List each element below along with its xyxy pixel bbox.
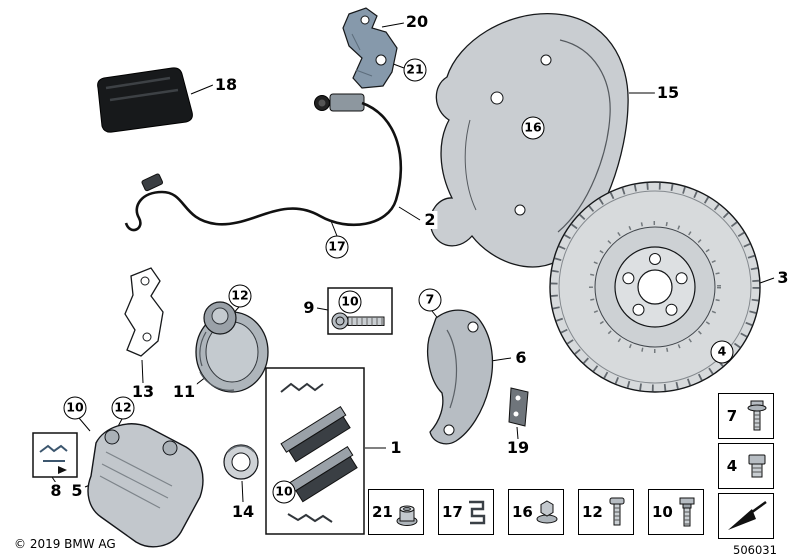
callout-8[interactable]: 8 xyxy=(48,481,64,500)
spring-clip-icon xyxy=(469,500,486,525)
collar-nut-icon xyxy=(396,505,418,526)
legend-label-21: 21 xyxy=(372,503,393,521)
callout-7-circled[interactable]: 7 xyxy=(418,288,442,312)
retaining-clip-box-drawing xyxy=(32,432,78,478)
callout-1[interactable]: 1 xyxy=(388,438,404,457)
plug-screw-icon xyxy=(748,454,766,478)
caliper-carrier-drawing xyxy=(427,309,494,445)
wear-sensor-cable-drawing xyxy=(124,93,403,232)
callout-11[interactable]: 11 xyxy=(170,382,198,401)
direction-arrow-icon xyxy=(728,500,767,530)
legend-box-7[interactable]: 7 xyxy=(718,393,774,439)
callout-10-circled-b[interactable]: 10 xyxy=(63,396,87,420)
callout-18[interactable]: 18 xyxy=(212,75,240,94)
legend-box-16[interactable]: 16 xyxy=(508,489,564,535)
callout-21-circled[interactable]: 21 xyxy=(403,58,427,82)
callout-12-circled-a[interactable]: 12 xyxy=(228,284,252,308)
callout-10-circled-a[interactable]: 10 xyxy=(338,290,362,314)
callout-5[interactable]: 5 xyxy=(69,481,85,500)
splash-shield-drawing xyxy=(429,13,629,268)
callout-15[interactable]: 15 xyxy=(654,83,682,102)
adhesive-patch-drawing xyxy=(97,67,193,133)
callout-2[interactable]: 2 xyxy=(422,210,438,229)
flange-bolt-icon xyxy=(747,400,767,431)
callout-12-circled-b[interactable]: 12 xyxy=(111,396,135,420)
legend-label-17: 17 xyxy=(442,503,463,521)
legend-box-12[interactable]: 12 xyxy=(578,489,634,535)
shim-plate-drawing xyxy=(508,387,529,427)
callout-17-circled[interactable]: 17 xyxy=(325,235,349,259)
legend-box-4[interactable]: 4 xyxy=(718,443,774,489)
cable-bracket-drawing xyxy=(124,267,164,357)
screw-icon xyxy=(609,497,625,526)
legend-label-7: 7 xyxy=(726,407,738,425)
actuator-motor-drawing xyxy=(195,301,269,393)
brake-disc-drawing xyxy=(549,181,761,393)
legend-box-10[interactable]: 10 xyxy=(648,489,704,535)
callout-16-circled[interactable]: 16 xyxy=(521,116,545,140)
guide-bolt-box-drawing xyxy=(327,287,393,335)
callout-10-circled-c[interactable]: 10 xyxy=(272,480,296,504)
callout-19[interactable]: 19 xyxy=(504,438,532,457)
callout-9[interactable]: 9 xyxy=(301,298,317,317)
callout-20[interactable]: 20 xyxy=(403,12,431,31)
callout-4-circled[interactable]: 4 xyxy=(710,340,734,364)
legend-label-16: 16 xyxy=(512,503,533,521)
flange-nut-icon xyxy=(536,500,558,524)
direction-arrow-box[interactable] xyxy=(718,493,774,539)
brake-caliper-drawing xyxy=(87,423,204,548)
callout-14[interactable]: 14 xyxy=(229,502,257,521)
brake-pads-box-drawing xyxy=(265,367,365,535)
legend-box-21[interactable]: 21 xyxy=(368,489,424,535)
guide-bushing-drawing xyxy=(223,444,259,480)
callout-6[interactable]: 6 xyxy=(513,348,529,367)
callout-13[interactable]: 13 xyxy=(129,382,157,401)
copyright-text: © 2019 BMW AG xyxy=(14,537,116,551)
legend-label-12: 12 xyxy=(582,503,603,521)
legend-label-10: 10 xyxy=(652,503,673,521)
bolt-icon xyxy=(679,497,695,527)
diagram-number: 506031 xyxy=(733,543,777,557)
legend-label-4: 4 xyxy=(726,457,738,475)
legend-box-17[interactable]: 17 xyxy=(438,489,494,535)
sensor-bracket-drawing xyxy=(342,7,398,89)
callout-3[interactable]: 3 xyxy=(775,268,791,287)
